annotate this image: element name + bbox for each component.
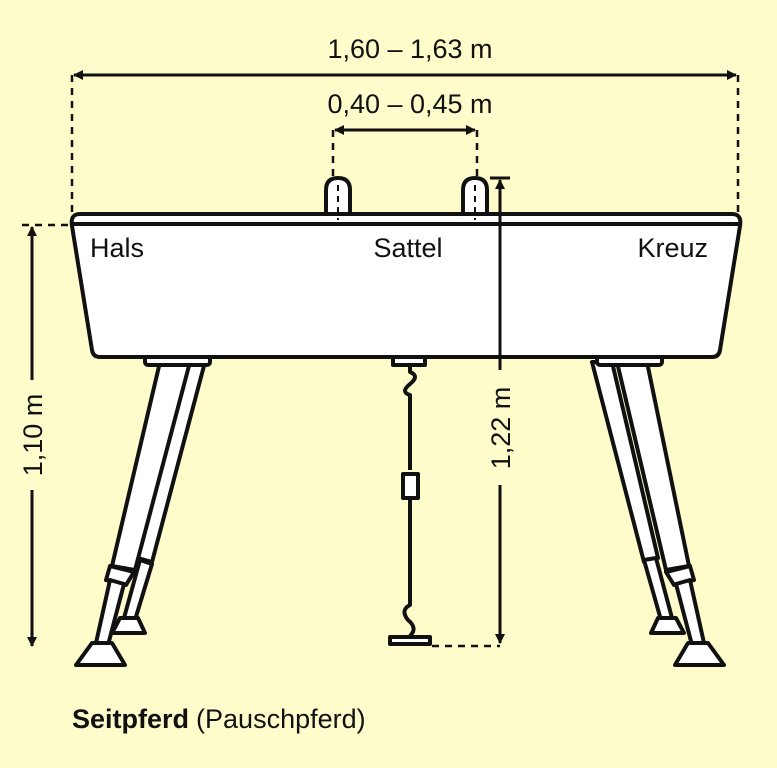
pommel-height-label: 1,22 m — [486, 387, 516, 470]
part-saddle: Sattel — [373, 233, 442, 263]
body-height-label: 1,10 m — [18, 394, 48, 477]
horse-body — [69, 212, 743, 359]
part-neck: Hals — [90, 233, 144, 263]
left-legs — [74, 353, 212, 667]
caption: Seitpferd(Pauschpferd) — [72, 704, 366, 734]
part-croup: Kreuz — [637, 233, 708, 263]
length-label: 1,60 – 1,63 m — [327, 34, 492, 64]
anchor-chain — [388, 355, 432, 646]
caption-title: Seitpferd — [72, 704, 189, 734]
pommel-spacing-label: 0,40 – 0,45 m — [327, 89, 492, 119]
caption-subtitle: (Pauschpferd) — [196, 704, 366, 734]
right-legs — [590, 353, 726, 667]
